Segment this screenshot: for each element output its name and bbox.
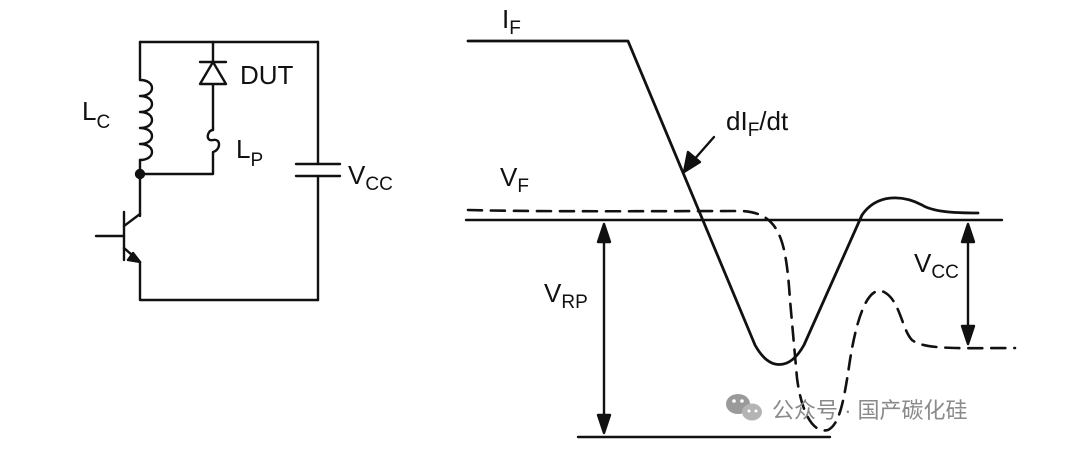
slope-pointer-arrow [682, 135, 716, 174]
label-vrp: VRP [544, 278, 588, 313]
label-lc: LC [82, 96, 110, 133]
wire-transistor-bottom [138, 260, 320, 302]
transistor [94, 210, 142, 264]
current-waveform [466, 39, 980, 366]
watermark-text: 公众号 · 国产碳化硅 [772, 398, 968, 423]
label-vcc-waveform: VCC [914, 248, 959, 283]
waveform-plot [464, 39, 1017, 439]
vcc-arrow [960, 222, 976, 346]
inductor-lp [206, 126, 221, 162]
label-if: IF [502, 4, 521, 39]
label-vcc-circuit: VCC [348, 160, 393, 195]
label-vf: VF [500, 162, 529, 197]
voltage-waveform [466, 208, 1017, 432]
label-dif-dt: dIF/dt [726, 106, 789, 141]
diode-dut [198, 60, 228, 86]
wire-node-right [138, 158, 215, 176]
label-dut: DUT [240, 60, 294, 90]
watermark: 公众号 · 国产碳化硅 [726, 394, 968, 423]
circuit-schematic [94, 40, 342, 302]
wechat-icon [726, 394, 762, 421]
vrp-arrow [596, 222, 612, 435]
inductor-lc [138, 78, 154, 162]
label-lp: LP [236, 134, 263, 171]
capacitor-vcc [294, 162, 342, 178]
